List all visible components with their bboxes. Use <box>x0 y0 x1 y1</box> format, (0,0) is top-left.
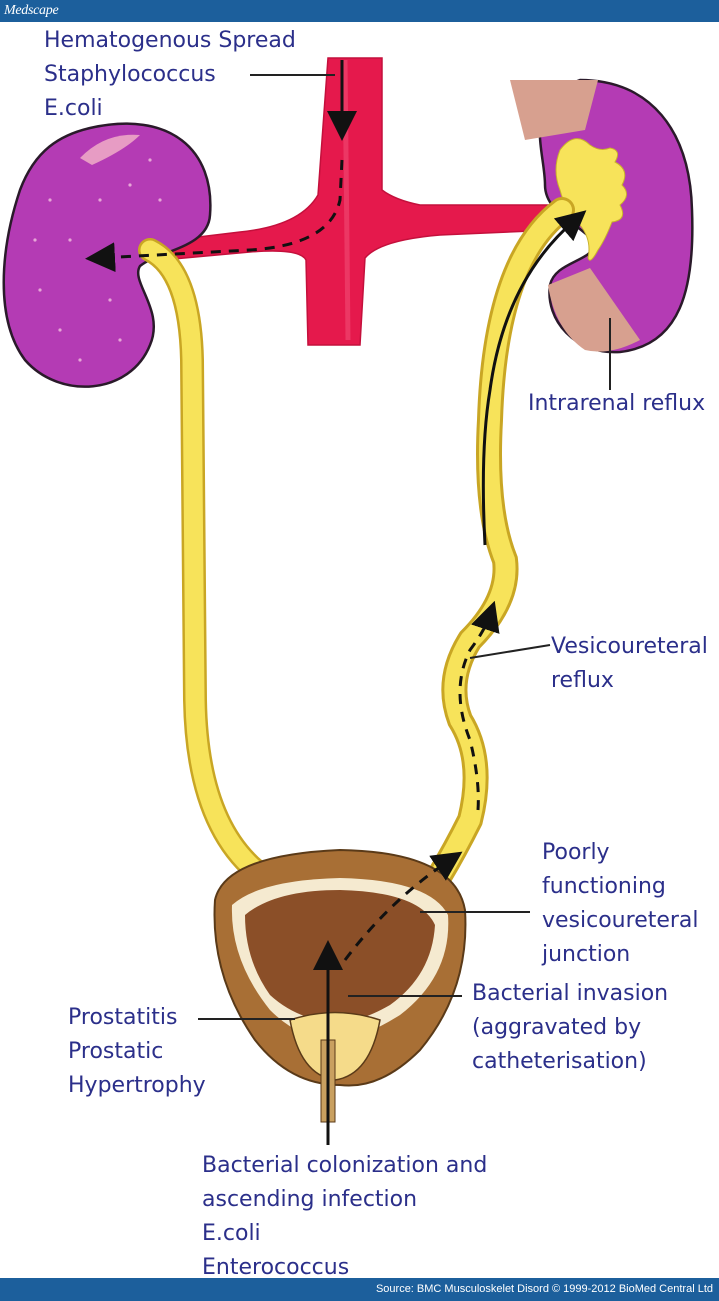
reflux-arrow-lower <box>458 600 500 811</box>
label-intrarenal-reflux: Intrarenal reflux <box>528 391 706 416</box>
urinary-tract-diagram <box>2 57 694 1145</box>
leader-lines <box>198 74 611 1020</box>
brand-logo: Medscape <box>4 3 59 18</box>
right-kidney <box>510 78 694 354</box>
label-hematogenous-spread: Hematogenous Spread Staphylococcus E.col… <box>44 28 296 121</box>
label-bacterial-invasion: Bacterial invasion (aggravated by cathet… <box>472 981 669 1074</box>
vessel-highlight <box>342 59 351 341</box>
label-prostatitis: Prostatitis Prostatic Hypertrophy <box>68 1005 206 1098</box>
label-vesicoureteral-reflux: Vesicoureteral reflux <box>551 634 708 693</box>
source-credit: Source: BMC Musculoskelet Disord © 1999-… <box>375 1283 713 1295</box>
footer-bar: Source: BMC Musculoskelet Disord © 1999-… <box>0 1278 719 1301</box>
bladder <box>213 848 467 1123</box>
label-bacterial-colonization: Bacterial colonization and ascending inf… <box>202 1153 488 1280</box>
reflux-arrow-upper <box>481 210 587 546</box>
junction-arrow <box>343 851 463 961</box>
label-poorly-functioning-junction: Poorly functioning vesicoureteral juncti… <box>542 840 699 967</box>
header-bar: Medscape <box>0 0 719 22</box>
flow-arrows <box>85 60 587 1145</box>
blood-vessels <box>139 57 556 346</box>
